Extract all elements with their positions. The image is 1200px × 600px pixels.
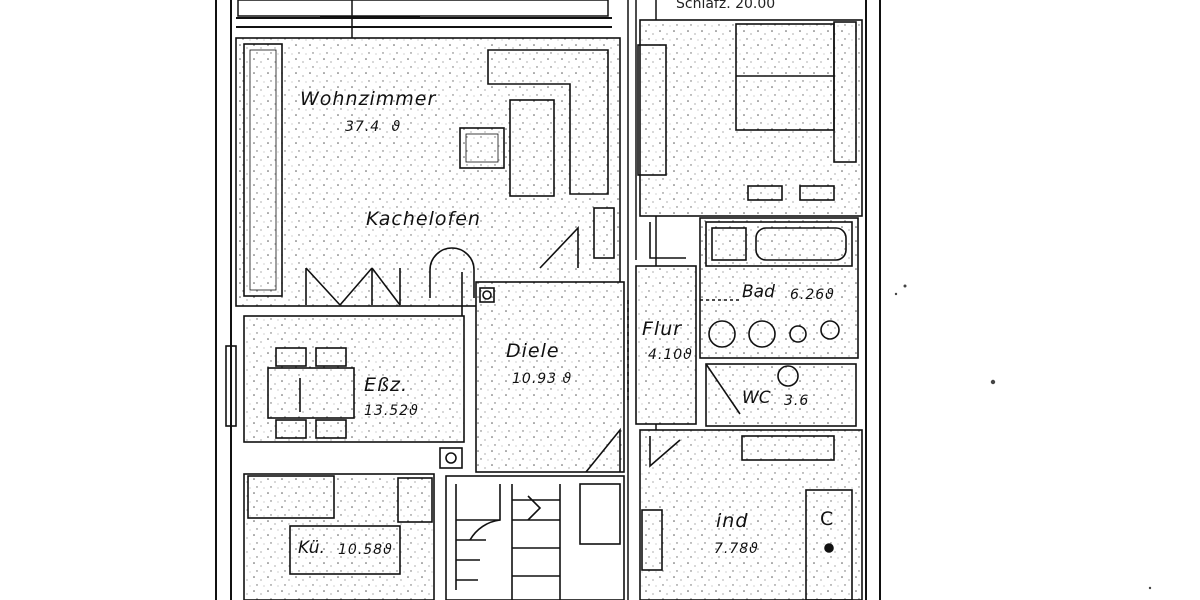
wc-room	[705, 363, 857, 427]
svg-text:Schlafz. 20.00: Schlafz. 20.00	[676, 0, 775, 12]
wohnzimmer-label: Wohnzimmer	[300, 88, 437, 110]
hallway	[627, 265, 697, 425]
kueche-label: Kü.	[298, 538, 325, 558]
bad-area: 6.26ϑ	[790, 287, 835, 303]
outer-walls	[215, 0, 881, 600]
diele-area: 10.93 ϑ	[512, 371, 573, 387]
bedroom	[637, 19, 863, 259]
diele-label: Diele	[506, 340, 560, 362]
essz-area: 13.52ϑ	[364, 403, 419, 419]
kachelofen-label: Kachelofen	[366, 208, 481, 230]
staircase	[445, 475, 625, 600]
wc-area: 3.6	[784, 393, 810, 409]
dining-room	[225, 315, 465, 443]
living-room	[235, 37, 621, 307]
c-label: C	[820, 508, 835, 530]
scan-marks	[894, 284, 1152, 590]
kind-area: 7.78ϑ	[714, 541, 759, 557]
kind-label: ind	[716, 510, 749, 532]
kueche-area: 10.58ϑ	[338, 542, 393, 558]
wohnzimmer-area: 37.4 ϑ	[345, 119, 402, 135]
bathroom	[699, 217, 859, 359]
kitchen	[243, 473, 435, 600]
bad-label: Bad	[742, 282, 775, 302]
flur-area: 4.10ϑ	[648, 347, 693, 363]
child-room	[639, 429, 863, 600]
wc-label: WC	[742, 388, 771, 408]
essz-label: Eßz.	[364, 374, 408, 396]
flur-label: Flur	[642, 318, 683, 340]
